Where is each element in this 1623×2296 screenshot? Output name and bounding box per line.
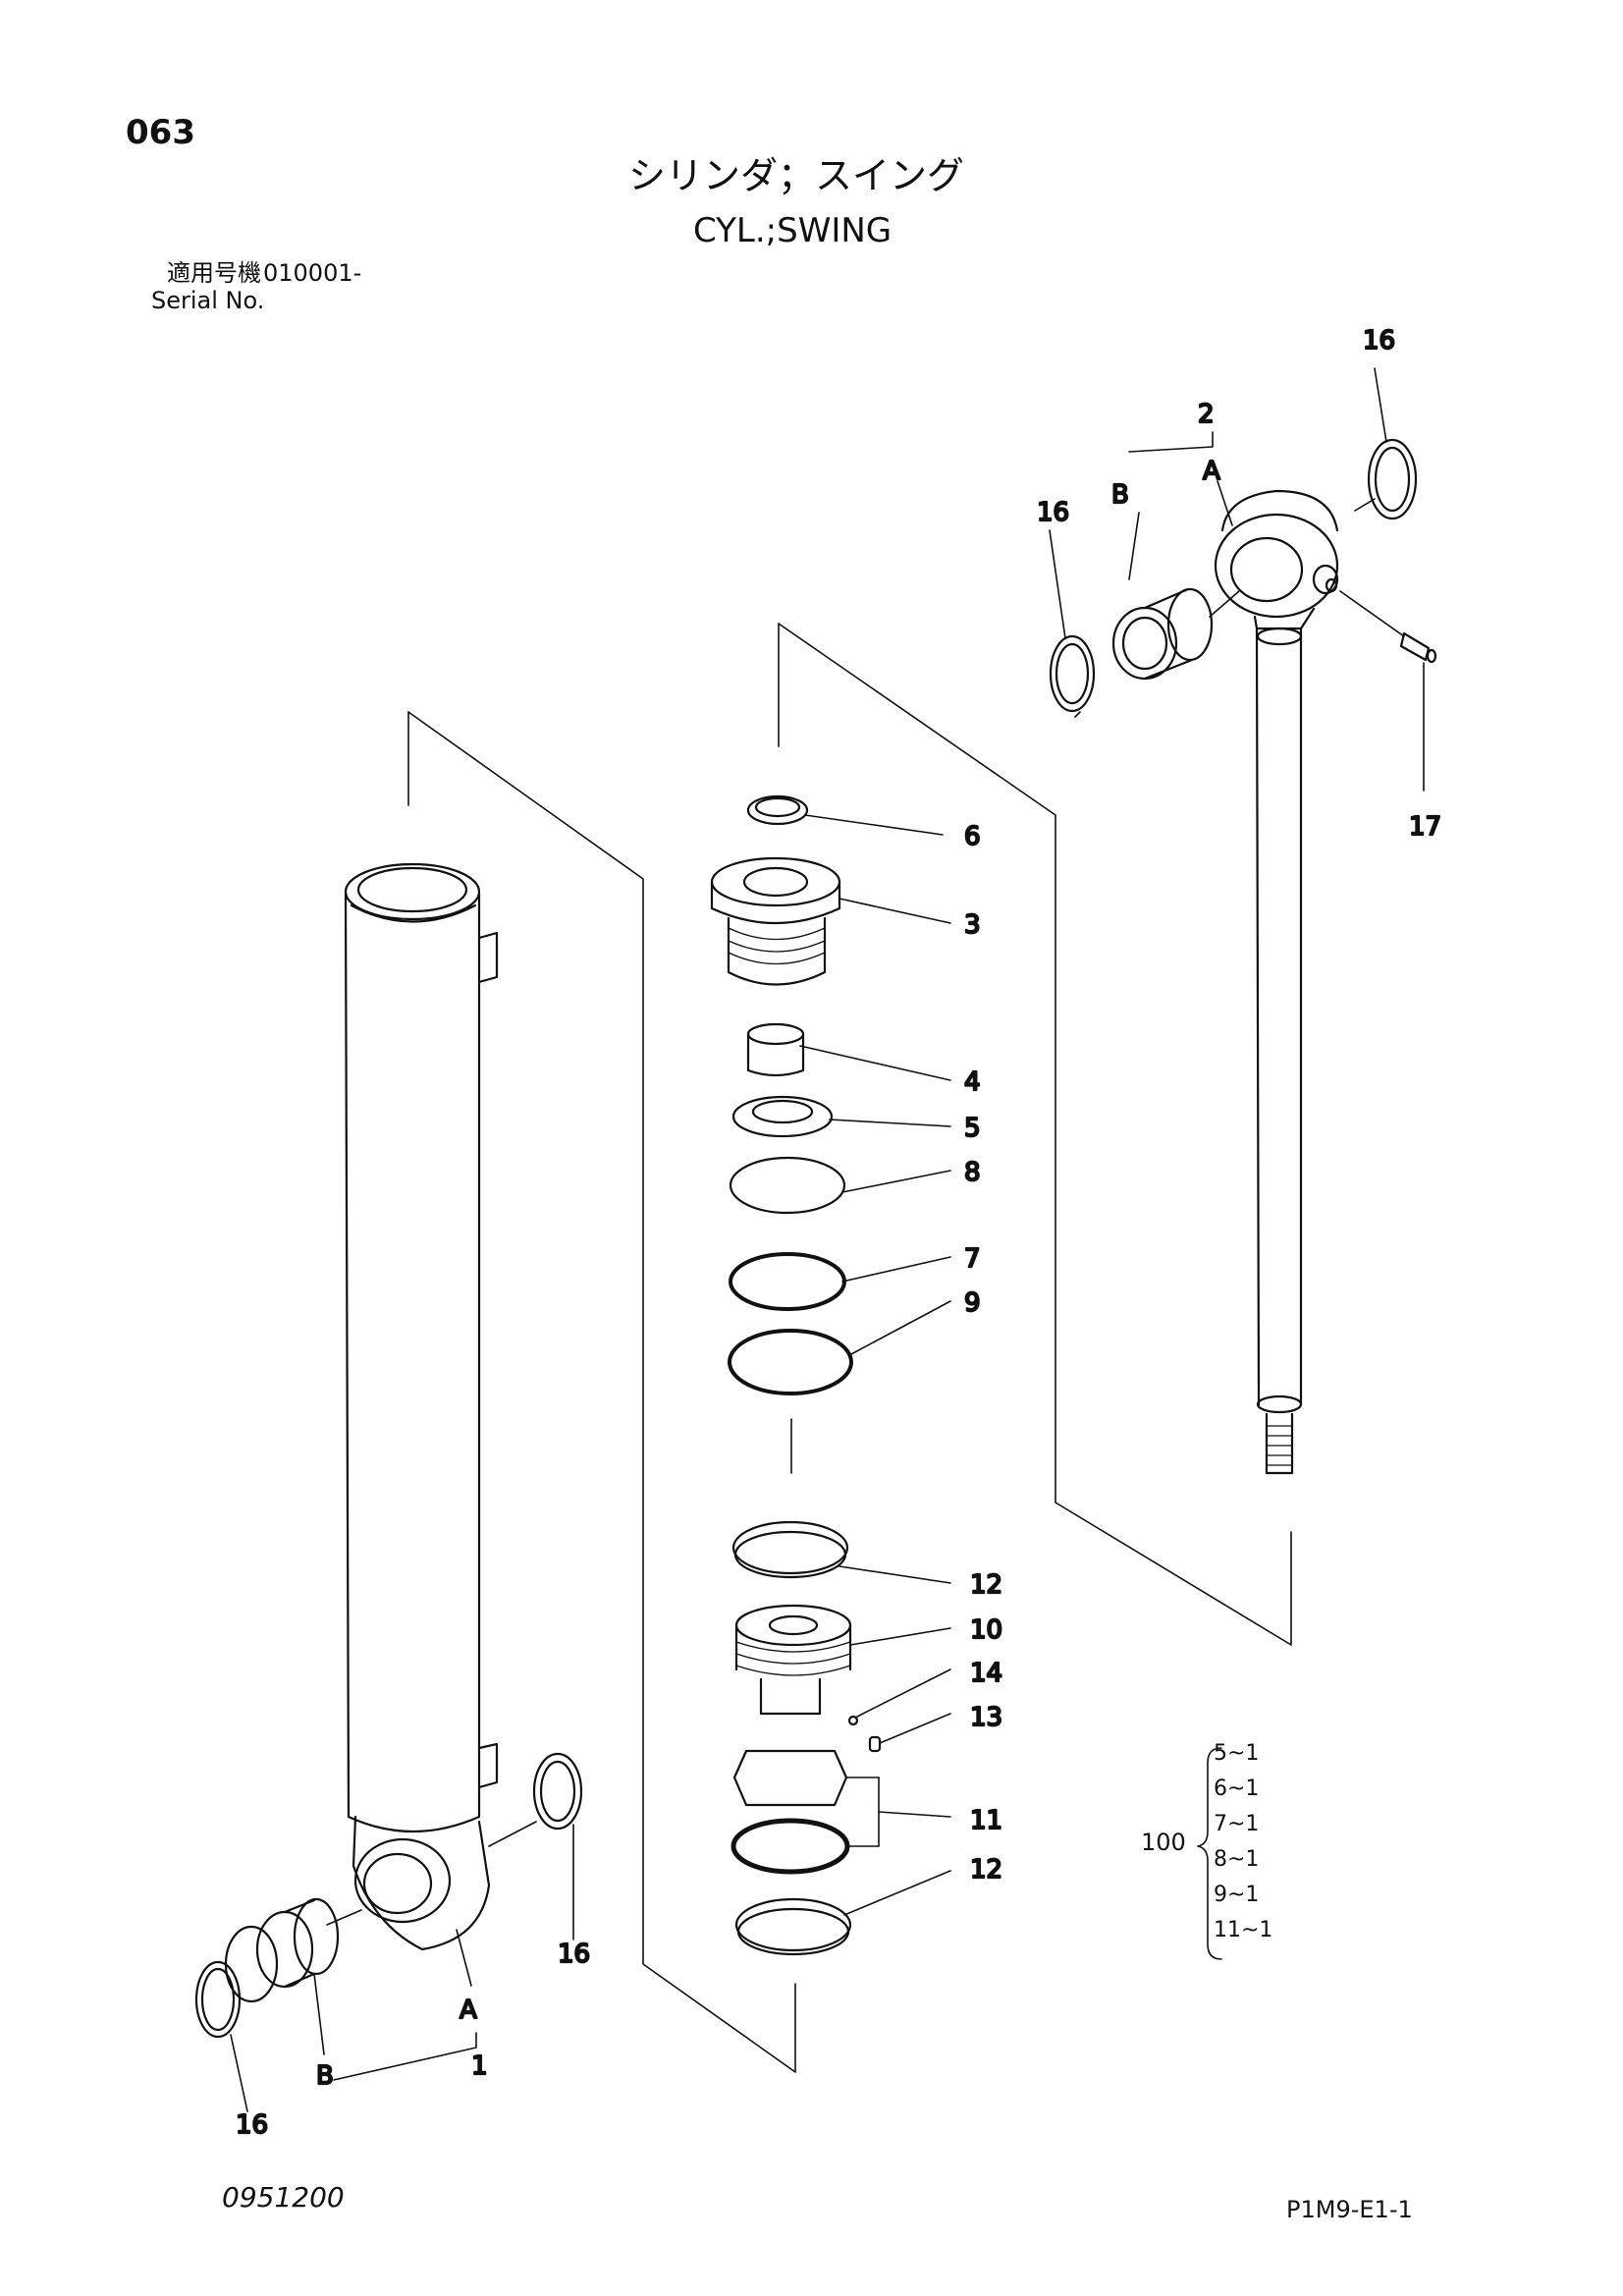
drawing-number: 0951200	[222, 2181, 345, 2214]
label-a-bottom: A	[460, 1995, 477, 2025]
piston-rod	[1214, 489, 1339, 1475]
callout-4: 4	[964, 1067, 981, 1097]
part-9-o-ring	[728, 1329, 853, 1395]
title-english: CYL.;SWING	[693, 211, 893, 250]
part-6-ring	[746, 794, 809, 826]
callout-8: 8	[964, 1158, 981, 1187]
label-a-top: A	[1203, 457, 1220, 486]
callout-7: 7	[964, 1244, 981, 1274]
callout-16-top-left: 16	[1037, 498, 1069, 527]
callout-2: 2	[1198, 400, 1215, 429]
grease-fitting	[1399, 631, 1437, 664]
kit-item: 7~1	[1214, 1812, 1260, 1836]
part-11-ring-pair	[730, 1749, 850, 1875]
part-12-ring-upper	[731, 1520, 849, 1579]
label-b-top: B	[1111, 480, 1129, 510]
callout-5: 5	[964, 1114, 981, 1143]
part-7-o-ring	[729, 1252, 846, 1311]
top-bushing	[1111, 587, 1214, 681]
callout-9: 9	[964, 1288, 981, 1318]
seal-ring-top-left-16	[1049, 634, 1096, 713]
callout-11: 11	[970, 1806, 1002, 1835]
leader-lines	[230, 367, 1387, 2112]
part-5-seal	[731, 1095, 834, 1138]
callout-16-mid-right: 16	[558, 1940, 590, 1969]
kit-number: 100	[1141, 1829, 1186, 1856]
serial-label-english: Serial No.	[151, 287, 265, 314]
title-japanese: シリンダ；スイング	[628, 154, 965, 197]
callout-6: 6	[964, 822, 981, 851]
callout-16-bottom-left: 16	[236, 2110, 268, 2140]
seal-ring-top-right-16	[1367, 438, 1418, 520]
kit-item: 8~1	[1214, 1847, 1260, 1872]
callout-3: 3	[964, 910, 981, 940]
callout-14: 14	[970, 1659, 1002, 1688]
callout-13: 13	[970, 1703, 1002, 1732]
cylinder-tube	[344, 862, 499, 1951]
kit-item: 9~1	[1214, 1883, 1260, 1907]
part-8-ring	[729, 1156, 846, 1215]
kit-item: 5~1	[1214, 1741, 1260, 1766]
callout-12-lower: 12	[970, 1855, 1002, 1885]
part-13-setscrew	[868, 1735, 882, 1753]
kit-brace	[1197, 1747, 1222, 1960]
seal-ring-right-16	[532, 1752, 583, 1831]
serial-label-japanese: 適用号機	[167, 259, 261, 287]
callout-1: 1	[471, 2051, 488, 2081]
page-number: 063	[126, 113, 195, 152]
part-14-ball	[847, 1715, 859, 1726]
callout-17: 17	[1409, 812, 1441, 842]
callout-12-upper: 12	[970, 1570, 1002, 1600]
part-3-cylinder-head	[710, 856, 841, 986]
part-12-ring-lower	[734, 1897, 852, 1956]
callout-10: 10	[970, 1615, 1002, 1645]
callout-16-top-right: 16	[1363, 326, 1395, 355]
serial-number-value: 010001-	[263, 259, 362, 287]
assembly-guide-lines	[407, 623, 1292, 2073]
kit-item: 6~1	[1214, 1777, 1260, 1801]
seal-ring-left-16	[194, 1960, 242, 2039]
part-10-piston	[734, 1604, 852, 1716]
page-code: P1M9-E1-1	[1286, 2196, 1413, 2223]
label-b-bottom: B	[316, 2061, 334, 2091]
bottom-bushing	[224, 1897, 340, 2003]
part-4-bushing	[746, 1022, 805, 1077]
kit-item: 11~1	[1214, 1918, 1273, 1942]
